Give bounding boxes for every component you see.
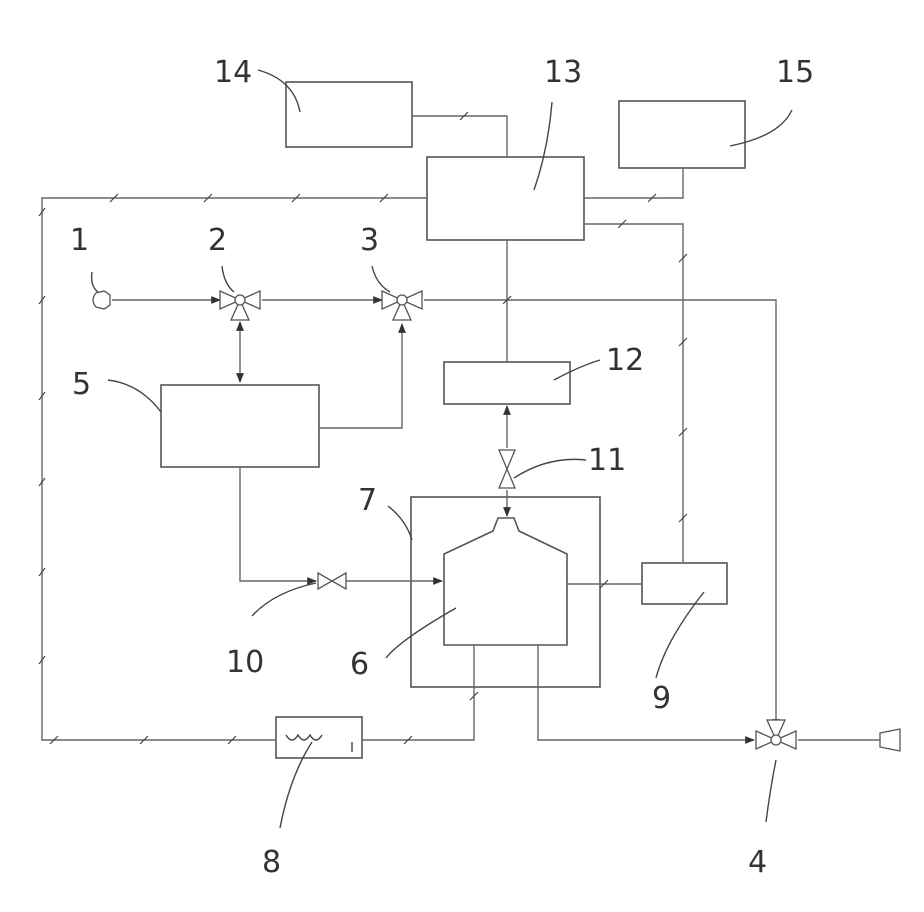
- label-4: 4: [748, 845, 767, 880]
- label-15: 15: [776, 55, 814, 90]
- label-5: 5: [72, 367, 91, 402]
- box-9: [642, 563, 727, 604]
- label-9: 9: [652, 681, 671, 716]
- three-way-valve-2: [220, 291, 260, 320]
- inlet-fitting-1: [93, 291, 110, 309]
- label-1: 1: [70, 223, 89, 258]
- box-14: [286, 82, 412, 147]
- label-14: 14: [214, 55, 252, 90]
- label-8: 8: [262, 845, 281, 880]
- three-way-valve-3: [382, 291, 422, 320]
- label-12: 12: [606, 343, 644, 378]
- label-10: 10: [226, 645, 264, 680]
- valve-11: [499, 450, 515, 488]
- box-12: [444, 362, 570, 404]
- box-5: [161, 385, 319, 467]
- label-6: 6: [350, 647, 369, 682]
- label-7: 7: [358, 483, 377, 518]
- box-15: [619, 101, 745, 168]
- outlet-fitting: [880, 729, 900, 751]
- label-2: 2: [208, 223, 227, 258]
- label-3: 3: [360, 223, 379, 258]
- heater-8: [276, 717, 362, 758]
- label-11: 11: [588, 443, 626, 478]
- three-way-valve-4: [756, 720, 796, 749]
- label-13: 13: [544, 55, 582, 90]
- box-13: [427, 157, 584, 240]
- valve-10: [318, 573, 346, 589]
